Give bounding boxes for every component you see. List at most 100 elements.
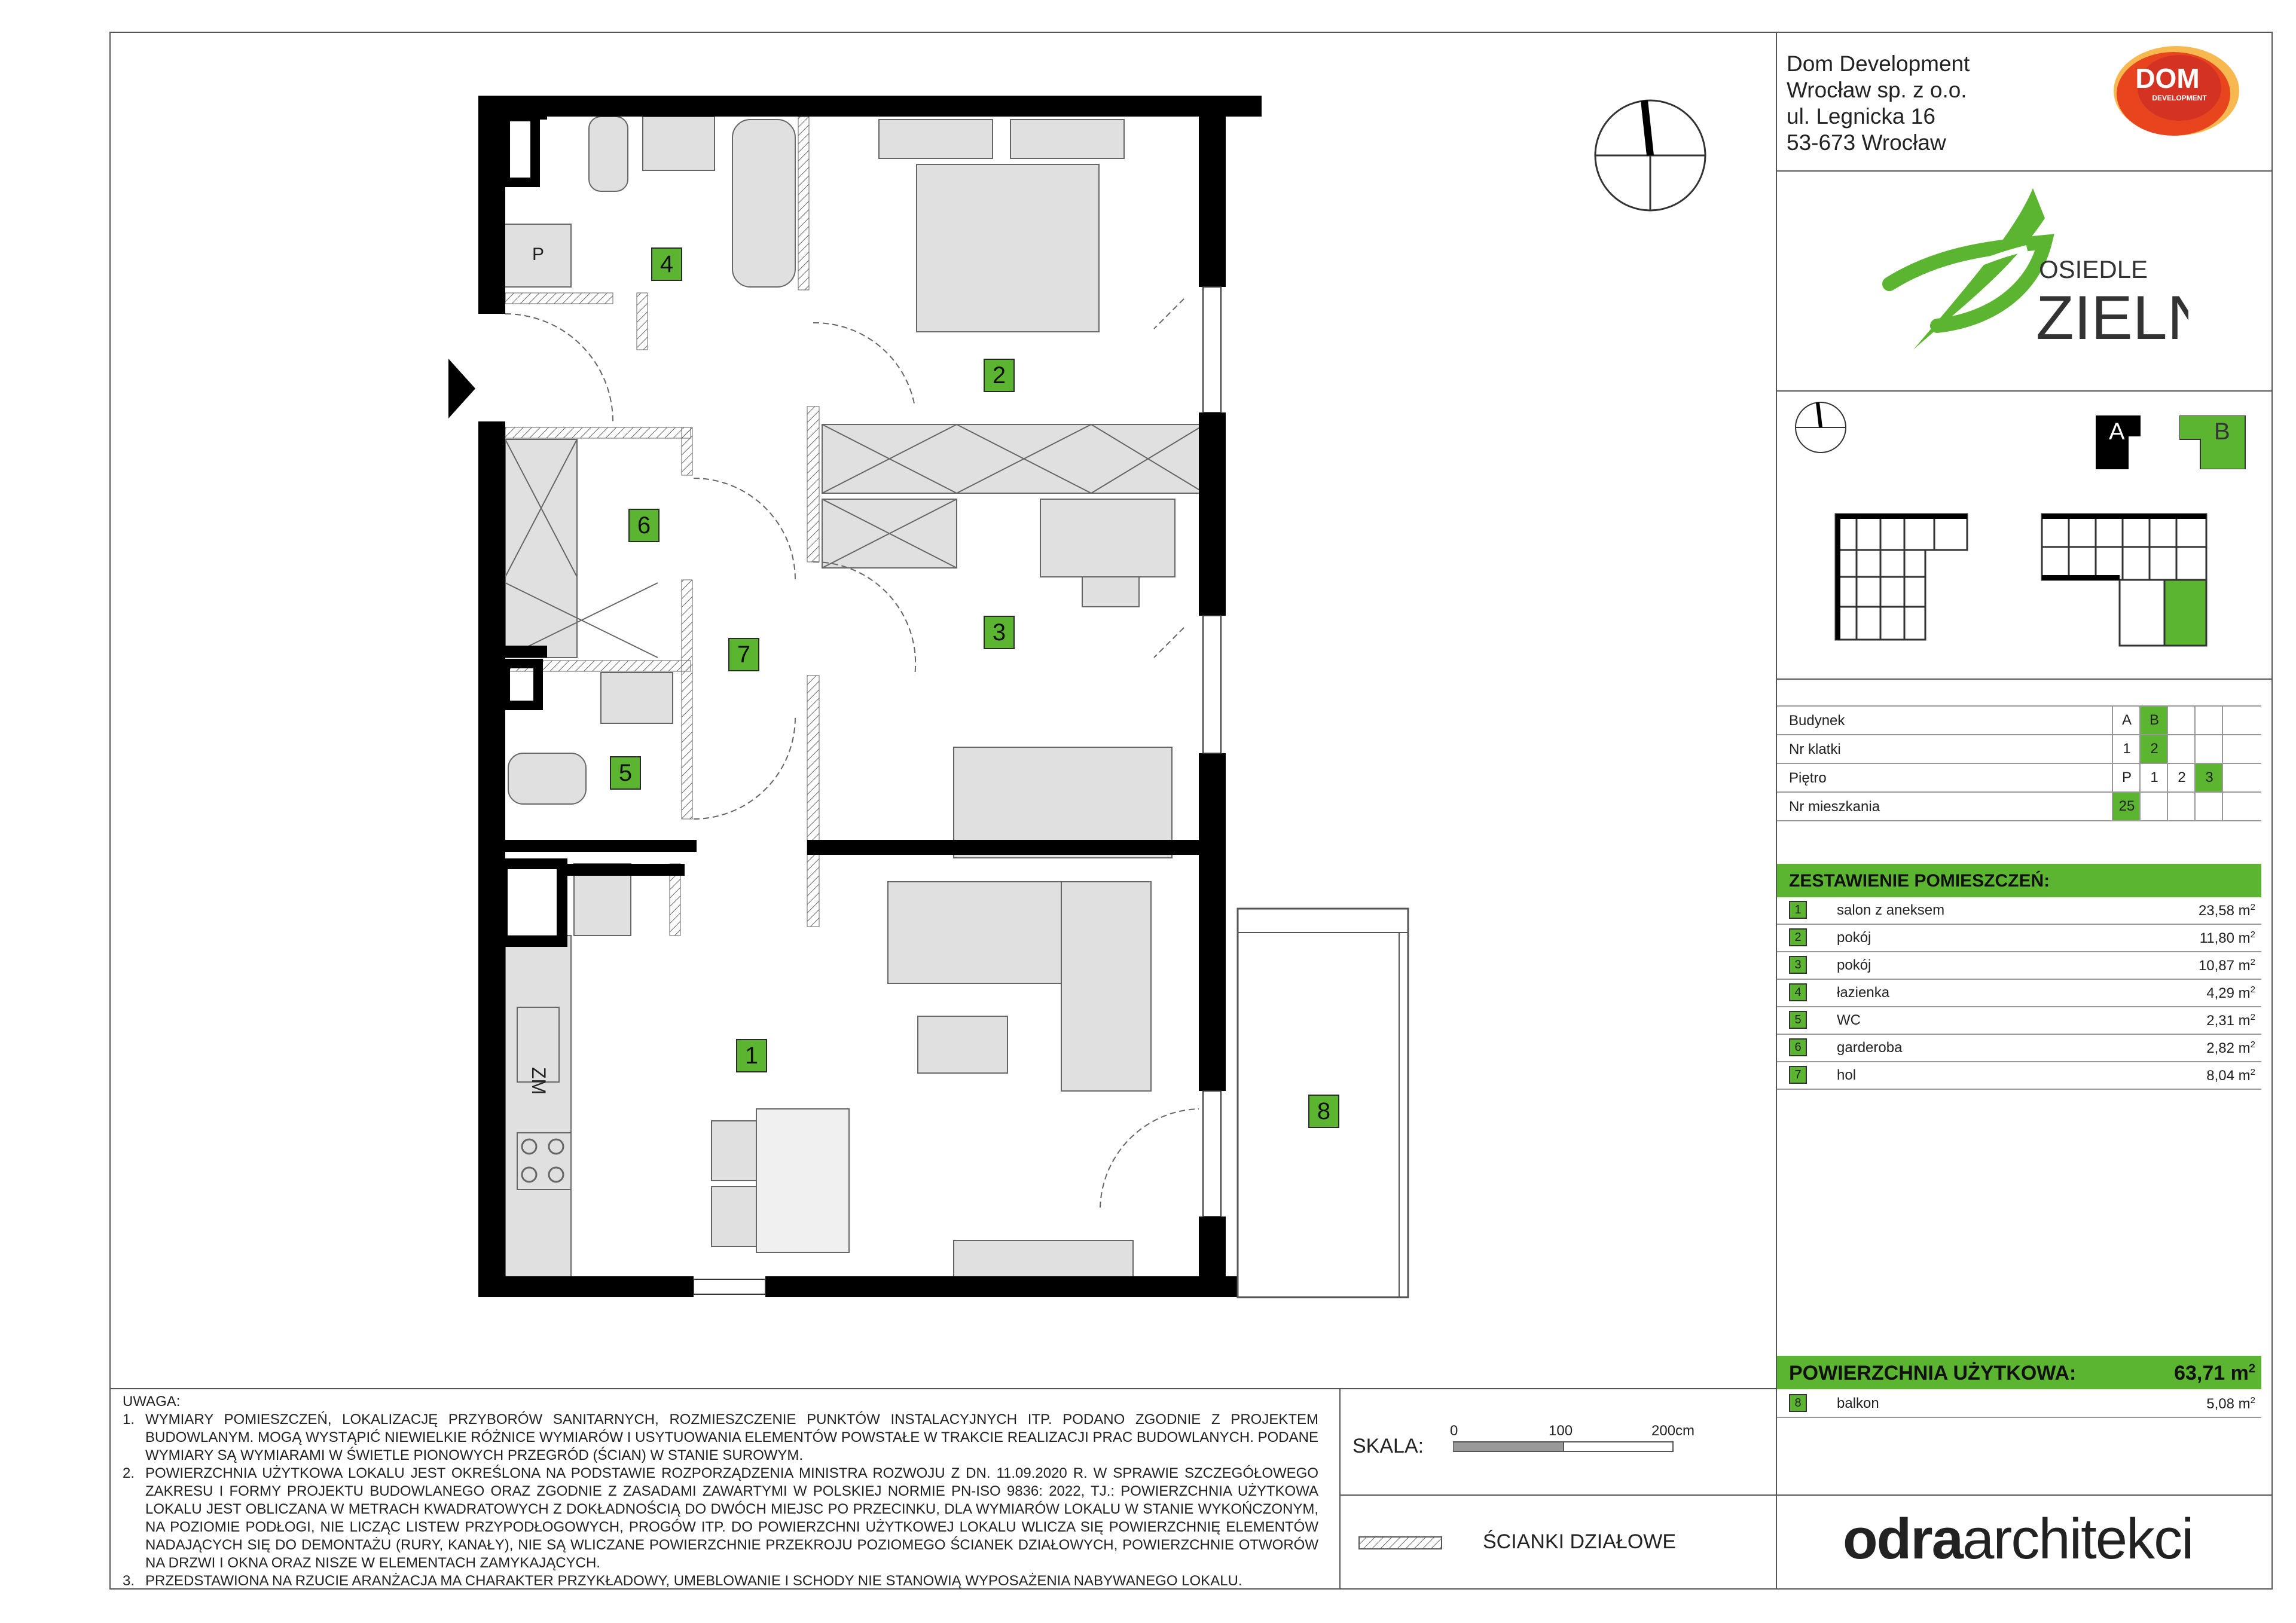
info-cell: 1 <box>2139 764 2168 791</box>
company-street: ul. Legnicka 16 <box>1787 104 1935 129</box>
wardrobe-garderoba <box>505 439 578 658</box>
info-cell-empty <box>2167 707 2196 734</box>
furniture <box>502 116 1205 1286</box>
wc-washbasin-icon <box>600 672 673 724</box>
notes: UWAGA: 1.WYMIARY POMIESZCZEŃ, LOKALIZACJ… <box>123 1393 1318 1590</box>
balcony-row: 8 balkon 5,08 m2 <box>1777 1390 2261 1418</box>
room-name: pokój <box>1837 957 1871 973</box>
partition-legend-label: ŚCIANKI DZIAŁOWE <box>1483 1530 1677 1553</box>
info-row-floor: Piętro P 1 2 3 <box>1777 763 2261 791</box>
room-number-badge: 4 <box>1789 983 1807 1001</box>
room-area: 23,58 m2 <box>2198 902 2255 919</box>
sidebar-sep-2 <box>1777 390 2273 392</box>
room-name: salon z aneksem <box>1837 902 1945 918</box>
room-name: pokój <box>1837 930 1871 946</box>
info-cell-empty <box>2222 707 2251 734</box>
pipe-shaft <box>502 224 572 288</box>
hob-burners <box>521 1138 564 1183</box>
building-a-key: A <box>2096 415 2141 469</box>
coffee-table-icon <box>917 1016 1008 1074</box>
partition-walls <box>505 116 820 936</box>
note-item: 3.PRZEDSTAWIONA NA RZUCIE ARANŻACJA MA C… <box>123 1573 1242 1589</box>
room-badge-4: 4 <box>651 247 682 281</box>
balcony-number-badge: 8 <box>1789 1394 1807 1412</box>
room-row: 1 salon z aneksem 23,58 m2 <box>1777 897 2261 925</box>
architect-logo: odraarchitekci <box>1843 1507 2194 1571</box>
room-area: 4,29 m2 <box>2206 985 2255 1001</box>
room-number-badge: 3 <box>1789 956 1807 974</box>
info-cell-empty <box>2222 735 2251 763</box>
room-name: garderoba <box>1837 1040 1903 1056</box>
sidebar-divider <box>1776 32 1777 1590</box>
compass-small-icon <box>1795 402 1846 453</box>
info-label: Nr klatki <box>1789 741 1841 757</box>
toilet-icon <box>588 116 628 192</box>
room-area: 10,87 m2 <box>2198 957 2255 974</box>
compass-icon <box>1594 99 1706 212</box>
company-name: Dom Development <box>1787 51 1970 76</box>
company-branch: Wrocław sp. z o.o. <box>1787 78 1967 102</box>
hob-icon <box>517 1132 572 1190</box>
notes-divider <box>109 1388 1777 1389</box>
info-table: Budynek A B Nr klatki 1 2 Piętro P 1 2 3… <box>1777 705 2261 831</box>
info-row-apartment: Nr mieszkania 25 <box>1777 791 2261 821</box>
info-cell-empty <box>2194 793 2223 820</box>
exterior-walls <box>478 96 1262 1297</box>
sidebar-sep-3 <box>1777 678 2273 680</box>
company-city: 53-673 Wrocław <box>1787 130 1946 155</box>
room-row: 4 łazienka 4,29 m2 <box>1777 980 2261 1007</box>
room-area: 2,82 m2 <box>2206 1040 2255 1056</box>
bathtub-icon <box>732 119 796 288</box>
room-row: 3 pokój 10,87 m2 <box>1777 952 2261 980</box>
info-cell-empty <box>2167 793 2196 820</box>
rooms-summary-title: ZESTAWIENIE POMIESZCZEŃ: <box>1789 871 2050 891</box>
info-cell: P <box>2112 764 2141 791</box>
fridge-icon <box>517 1007 560 1083</box>
balcony-area: 5,08 m2 <box>2206 1395 2255 1412</box>
room-badge-2: 2 <box>984 359 1015 392</box>
floor-plan: P ZM <box>448 96 1409 1303</box>
info-cell: 2 <box>2167 764 2196 791</box>
chair-left-bottom <box>711 1186 757 1247</box>
info-cell: A <box>2112 707 2141 734</box>
info-cell-active: B <box>2139 707 2168 734</box>
info-cell-empty <box>2139 793 2168 820</box>
floor-area <box>478 102 1250 1303</box>
room-badge-5: 5 <box>610 756 641 790</box>
room-badge-1: 1 <box>736 1039 767 1072</box>
scale-tick-0: 0 <box>1450 1423 1458 1439</box>
note-item: 2.POWIERZCHNIA UŻYTKOWA LOKALU JEST OKRE… <box>123 1465 1318 1571</box>
legend-divider <box>1339 1494 1777 1496</box>
info-cell-empty <box>2194 707 2223 734</box>
building-b-label: B <box>2214 418 2230 445</box>
sidebar-sep-1 <box>1777 170 2273 172</box>
room-name: hol <box>1837 1067 1857 1083</box>
room-number-badge: 1 <box>1789 901 1807 919</box>
info-cell-empty <box>2222 764 2251 791</box>
info-cell-active: 25 <box>2112 793 2141 820</box>
room-area: 2,31 m2 <box>2206 1012 2255 1029</box>
room-row: 6 garderoba 2,82 m2 <box>1777 1035 2261 1062</box>
room-number-badge: 6 <box>1789 1038 1807 1056</box>
room-badge-3: 3 <box>984 616 1015 649</box>
scale-label: SKALA: <box>1352 1435 1424 1457</box>
building-b-mini-plan <box>2041 513 2208 647</box>
info-cell-empty <box>2222 793 2251 820</box>
sidebar-sep-4 <box>1777 1494 2273 1496</box>
note-item: 1.WYMIARY POMIESZCZEŃ, LOKALIZACJĘ PRZYB… <box>123 1411 1318 1463</box>
room-badge-7: 7 <box>728 638 759 671</box>
info-label: Nr mieszkania <box>1789 799 1880 815</box>
door-swings <box>505 298 1199 1208</box>
washbasin-icon <box>642 116 715 171</box>
sofa-corner <box>1061 881 1152 1092</box>
wc-toilet-icon <box>508 753 587 805</box>
kitchen-counter <box>505 935 572 1283</box>
info-cell-empty <box>2167 735 2196 763</box>
info-cell-active: 2 <box>2139 735 2168 763</box>
entrance-arrow-icon <box>448 359 475 418</box>
partition-legend-icon <box>1358 1536 1442 1549</box>
chair-icon <box>1082 576 1140 607</box>
dom-logo-text: DOM <box>2135 63 2199 94</box>
building-a-label: A <box>2109 418 2125 445</box>
info-label: Budynek <box>1789 713 1845 729</box>
